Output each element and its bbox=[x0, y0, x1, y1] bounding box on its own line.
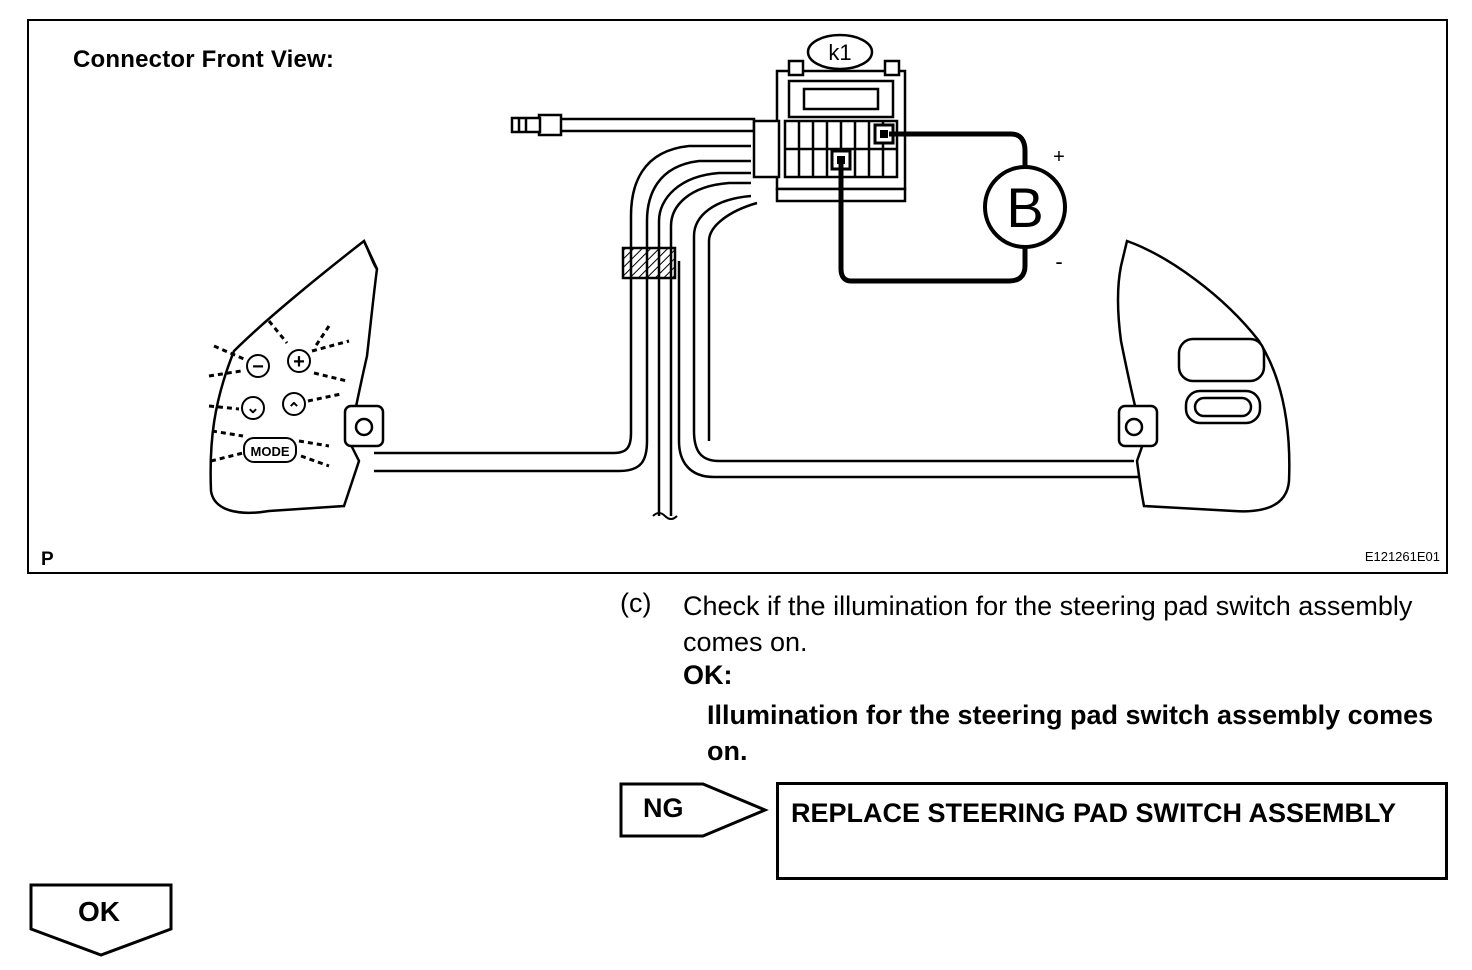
figure-code: E121261E01 bbox=[1364, 549, 1440, 564]
ok-criteria-text: Illumination for the steering pad switch… bbox=[707, 700, 1434, 766]
step-instruction: Check if the illumination for the steeri… bbox=[683, 591, 1413, 657]
battery-circuit bbox=[838, 131, 1028, 284]
seek-up-symbol: ⌃ bbox=[287, 401, 300, 418]
connector-front-view-figure: − + ⌄ ⌃ MODE bbox=[27, 19, 1448, 574]
ng-action-box: REPLACE STEERING PAD SWITCH ASSEMBLY bbox=[776, 782, 1448, 880]
ng-arrow bbox=[619, 782, 769, 838]
seek-down-symbol: ⌄ bbox=[246, 400, 259, 417]
mode-button-label: MODE bbox=[251, 444, 290, 459]
ng-label: NG bbox=[643, 793, 684, 823]
connector-label-bubble bbox=[806, 33, 874, 71]
ok-next-label: OK bbox=[78, 896, 120, 927]
ng-action-text: REPLACE STEERING PAD SWITCH ASSEMBLY bbox=[791, 798, 1397, 828]
right-switch-assembly bbox=[1116, 239, 1291, 513]
volume-up-icon bbox=[287, 349, 311, 373]
volume-down-symbol: − bbox=[252, 356, 264, 378]
wire-harness bbox=[374, 144, 1139, 516]
ok-criteria-label: OK: bbox=[683, 660, 733, 690]
positive-sign: + bbox=[1053, 146, 1065, 168]
connector-label: k1 bbox=[828, 40, 851, 65]
figure-title: Connector Front View: bbox=[73, 46, 335, 73]
seek-down-icon bbox=[241, 396, 265, 420]
wiring-illustration: − + ⌄ ⌃ MODE bbox=[208, 33, 1291, 520]
left-switch-buttons bbox=[241, 349, 311, 463]
battery-label: B bbox=[1006, 176, 1043, 239]
pigtail-terminal bbox=[510, 113, 756, 137]
step-label: (c) bbox=[620, 588, 652, 618]
mode-button-icon bbox=[243, 437, 297, 463]
seek-up-icon bbox=[282, 392, 306, 416]
negative-sign: - bbox=[1055, 249, 1062, 274]
illumination-rays bbox=[208, 320, 350, 468]
figure-corner-label: P bbox=[41, 549, 54, 570]
harness-clamp bbox=[621, 246, 677, 280]
battery-meter-circle bbox=[983, 165, 1067, 249]
wire-break-mark bbox=[652, 512, 678, 520]
volume-up-symbol: + bbox=[293, 351, 305, 373]
ok-down-arrow bbox=[29, 883, 173, 957]
left-switch-assembly bbox=[209, 239, 385, 515]
volume-down-icon bbox=[246, 354, 270, 378]
